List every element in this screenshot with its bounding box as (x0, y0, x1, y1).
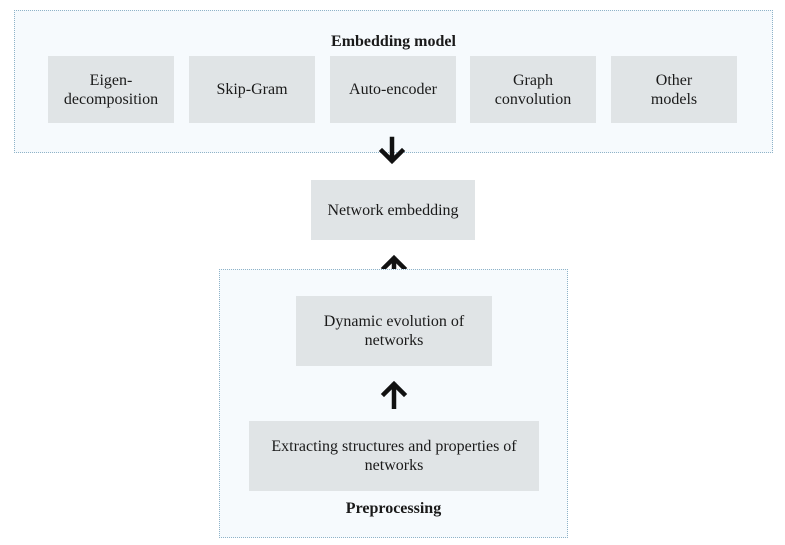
graph-convolution-label: Graph convolution (494, 71, 572, 108)
network-embedding-label: Network embedding (327, 201, 459, 219)
arrow-down-icon (378, 136, 406, 165)
skip-gram-label: Skip-Gram (216, 81, 288, 98)
eigen-decomposition-box: Eigen- decomposition (48, 56, 174, 123)
arrow-up-icon (380, 380, 408, 409)
dynamic-evolution-box: Dynamic evolution of networks (296, 296, 492, 366)
embedding-model-title: Embedding model (331, 33, 456, 50)
skip-gram-box: Skip-Gram (189, 56, 315, 123)
other-models-box: Other models (611, 56, 737, 123)
extracting-structures-label: Extracting structures and properties of … (271, 438, 517, 474)
dynamic-evolution-label: Dynamic evolution of networks (323, 313, 465, 349)
auto-encoder-box: Auto-encoder (330, 56, 456, 123)
extracting-structures-box: Extracting structures and properties of … (249, 421, 539, 491)
auto-encoder-label: Auto-encoder (349, 81, 437, 98)
graph-convolution-box: Graph convolution (470, 56, 596, 123)
eigen-decomposition-label: Eigen- decomposition (63, 71, 159, 108)
other-models-label: Other models (650, 71, 698, 108)
preprocessing-title: Preprocessing (345, 500, 442, 517)
network-embedding-box: Network embedding (311, 180, 475, 240)
